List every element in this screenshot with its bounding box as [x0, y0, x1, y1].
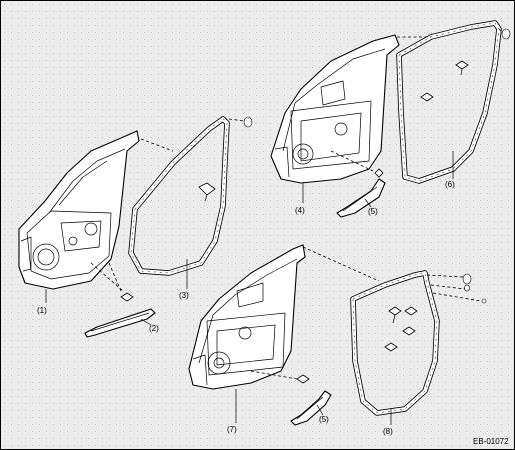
rear-door-weatherstrip-upper: [396, 20, 502, 184]
front-door-panel: [18, 130, 140, 290]
rear-sill-cover-upper: [336, 168, 386, 218]
rear-door-panel-upper: [270, 34, 400, 184]
leader-lines: [45, 151, 454, 425]
callout-3: (3): [179, 291, 189, 300]
callout-7: (7): [227, 425, 237, 434]
rear-door-panel-lower: [188, 244, 306, 390]
front-door-weatherstrip: [128, 116, 230, 276]
figure-code: EB-01072: [473, 437, 509, 446]
front-sill-cover: [84, 292, 156, 338]
callout-6: (6): [445, 180, 455, 189]
callout-5-lower: (5): [319, 415, 329, 424]
callout-2: (2): [149, 324, 159, 333]
grommets: [243, 28, 511, 304]
assembly-lines: [90, 28, 504, 380]
callout-4: (4): [295, 206, 305, 215]
callout-5-upper: (5): [368, 207, 378, 216]
rear-door-weatherstrip-lower: [350, 270, 440, 416]
rear-sill-cover-lower: [290, 374, 332, 426]
callout-1: (1): [37, 306, 47, 315]
callout-8: (8): [383, 427, 393, 436]
